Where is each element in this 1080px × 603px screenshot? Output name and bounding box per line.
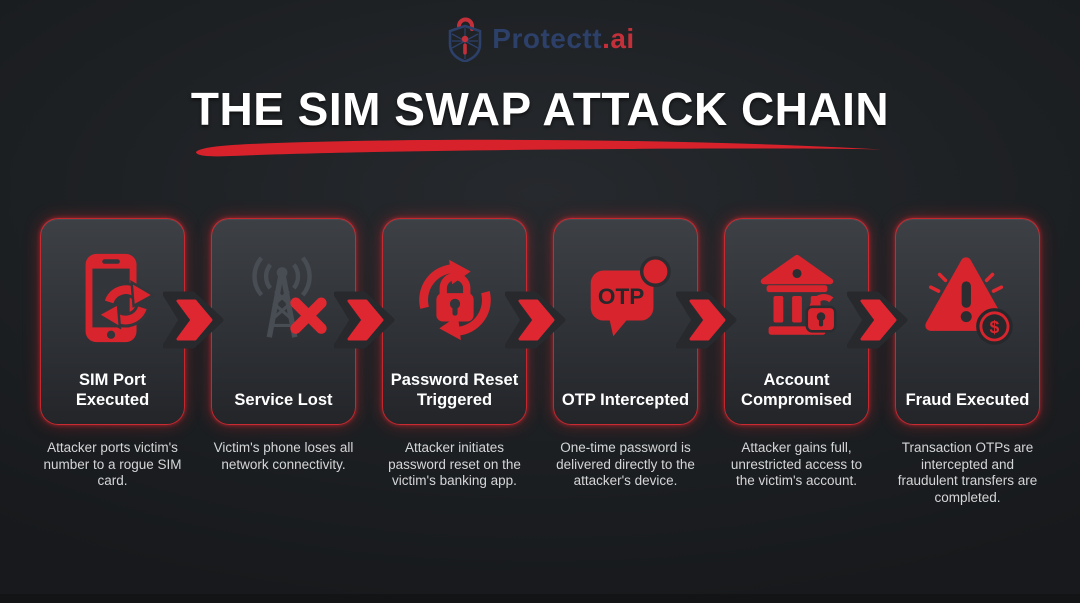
brand-logo: Protectt.ai (0, 16, 1080, 62)
attack-chain: SIM Port Executed Attacker ports victim'… (40, 218, 1040, 507)
chain-arrow-icon (676, 291, 737, 349)
phone-swap-icon (85, 253, 156, 343)
step-account-compromised: Account Compromised Attacker gains full,… (724, 218, 908, 507)
chain-arrow-icon (334, 291, 395, 349)
step-card: SIM Port Executed (40, 218, 185, 425)
step-card: Account Compromised (724, 218, 869, 425)
logo-name: Protectt (492, 23, 603, 54)
step-fraud-executed: $ Fraud Executed Transaction OTPs are in… (895, 218, 1040, 507)
step-sim-port-executed: SIM Port Executed Attacker ports victim'… (40, 218, 224, 507)
shield-lock-logo-icon (448, 17, 482, 62)
step-service-lost: Service Lost Victim's phone loses all ne… (211, 218, 395, 507)
step-description: Attacker gains full, unrestricted access… (730, 440, 863, 489)
step-card: Service Lost (211, 218, 356, 425)
step-description: Attacker ports victim's number to a rogu… (43, 440, 182, 489)
chain-arrow-icon (847, 291, 908, 349)
step-password-reset-triggered: Password Reset Triggered Attacker initia… (382, 218, 566, 507)
step-description: Attacker initiates password reset on the… (388, 440, 521, 489)
step-card: $ Fraud Executed (895, 218, 1040, 425)
step-title: Fraud Executed (905, 390, 1030, 409)
dollar-badge-text: $ (989, 317, 999, 337)
step-description: Transaction OTPs are intercepted and fra… (897, 440, 1038, 506)
step-title: Password Reset Triggered (390, 371, 519, 409)
step-title: Account Compromised (741, 371, 852, 409)
logo-wordmark: Protectt.ai (492, 23, 634, 55)
bottom-edge-strip (0, 594, 1080, 603)
chain-arrow-icon (505, 291, 566, 349)
title-underline-swoosh (196, 139, 882, 157)
step-otp-intercepted: OTP OTP Intercepted One-time password is… (553, 218, 737, 507)
step-card: Password Reset Triggered (382, 218, 527, 425)
antenna-offline-icon (251, 256, 327, 338)
step-title: SIM Port Executed (75, 371, 150, 409)
fraud-alert-icon: $ (924, 257, 1013, 345)
step-description: One-time password is delivered directly … (556, 440, 695, 489)
lock-reset-icon (418, 259, 491, 341)
otp-bubble-text: OTP (597, 284, 643, 309)
page-title: THE SIM SWAP ATTACK CHAIN (190, 83, 890, 135)
otp-message-icon: OTP (590, 256, 671, 337)
step-card: OTP OTP Intercepted (553, 218, 698, 425)
logo-suffix: .ai (602, 23, 635, 54)
step-title: OTP Intercepted (561, 390, 690, 409)
chain-arrow-icon (163, 291, 224, 349)
step-description: Victim's phone loses all network connect… (213, 440, 354, 472)
step-title: Service Lost (234, 390, 333, 409)
bank-unlocked-icon (760, 254, 836, 335)
